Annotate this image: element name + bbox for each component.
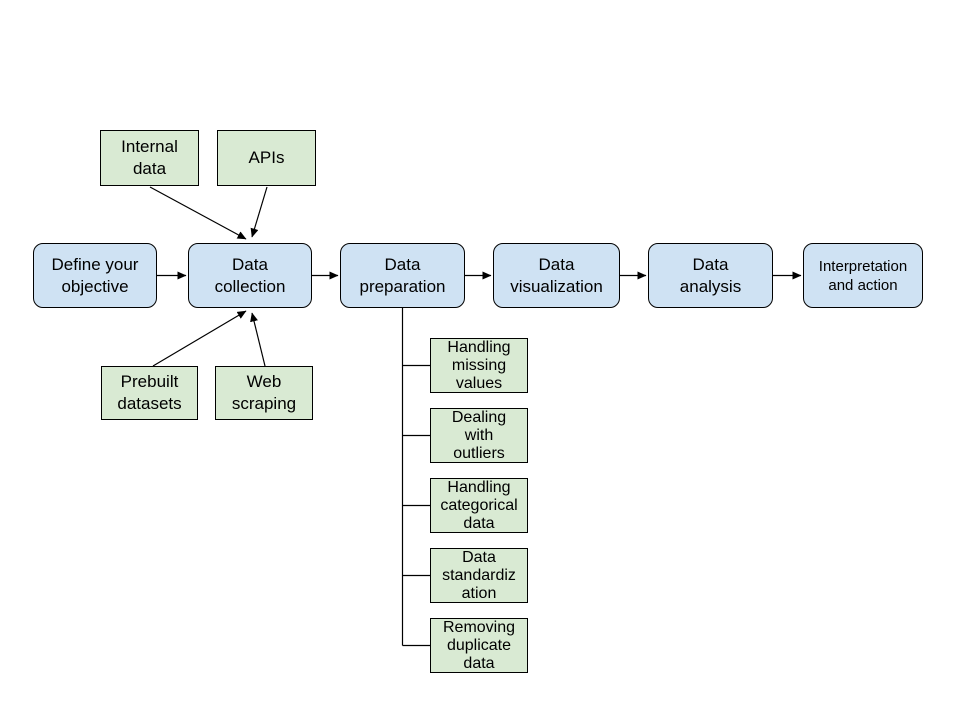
prep-step-removing-duplicate-data: Removing duplicate data (430, 618, 528, 673)
arrow-prebuilt-datasets-to-collection (152, 310, 247, 367)
source-prebuilt-datasets: Prebuilt datasets (101, 366, 198, 420)
source-label: Prebuilt datasets (117, 372, 182, 413)
flow-step-label: Data preparation (359, 254, 446, 296)
source-internal-data: Internal data (100, 130, 199, 186)
flow-step-label: Data collection (214, 254, 286, 296)
flow-step-label: Interpretation and action (818, 257, 908, 294)
source-label: APIs (248, 148, 285, 167)
prep-step-handling-missing-values: Handling missing values (430, 338, 528, 393)
source-label: Internal data (121, 137, 178, 178)
flow-step-label: Data analysis (679, 254, 742, 296)
arrow-apis-to-collection (250, 186, 268, 238)
flow-step-data-preparation: Data preparation (340, 243, 465, 308)
arrow-web-scraping-to-collection (250, 312, 266, 367)
prep-step-handling-categorical-data: Handling categorical data (430, 478, 528, 533)
prep-step-label: Handling missing values (447, 338, 511, 392)
flow-step-data-collection: Data collection (188, 243, 312, 308)
flow-step-label: Define your objective (51, 254, 139, 296)
flow-step-data-analysis: Data analysis (648, 243, 773, 308)
flow-step-define-objective: Define your objective (33, 243, 157, 308)
prep-step-label: Data standardiz ation (442, 548, 516, 602)
prep-step-dealing-with-outliers: Dealing with outliers (430, 408, 528, 463)
prep-step-data-standardization: Data standardiz ation (430, 548, 528, 603)
source-apis: APIs (217, 130, 316, 186)
prep-step-label: Dealing with outliers (451, 408, 507, 462)
flow-step-data-visualization: Data visualization (493, 243, 620, 308)
prep-step-label: Removing duplicate data (442, 618, 516, 672)
flow-step-label: Data visualization (510, 254, 603, 296)
arrow-internal-data-to-collection (149, 186, 247, 240)
prep-step-label: Handling categorical data (440, 478, 518, 532)
source-web-scraping: Web scraping (215, 366, 313, 420)
flow-step-interpretation-action: Interpretation and action (803, 243, 923, 308)
source-label: Web scraping (231, 372, 297, 413)
